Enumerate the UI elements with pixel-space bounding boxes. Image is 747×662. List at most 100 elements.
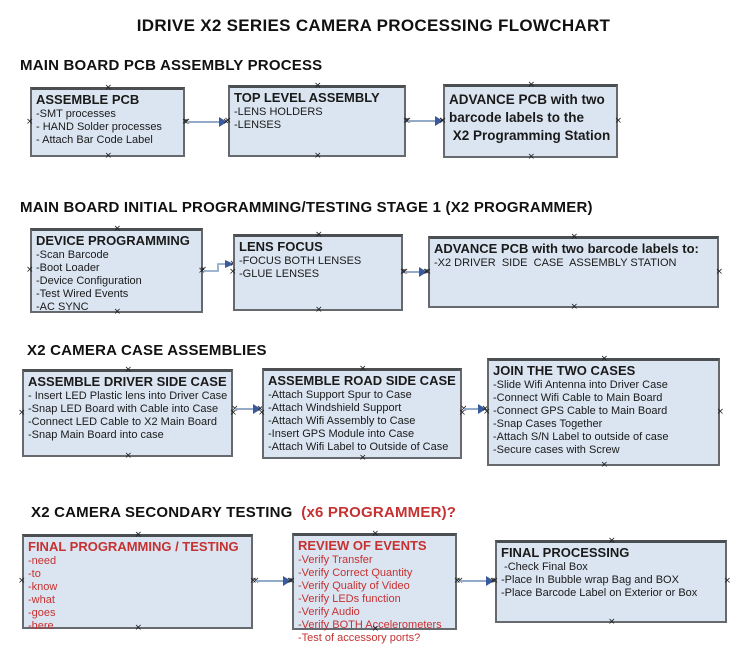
- box-item: -Insert GPS Module into Case: [268, 428, 415, 440]
- flow-box-assemble-pcb[interactable]: ASSEMBLE PCB -SMT processes - HAND Solde…: [30, 87, 185, 157]
- connector-arrow-4[interactable]: [234, 404, 261, 414]
- flow-box-assemble-road-side-case[interactable]: ASSEMBLE ROAD SIDE CASE -Attach Support …: [262, 368, 462, 459]
- anchor-handle-icon: [715, 268, 723, 277]
- flow-box-final-programming-testing[interactable]: FINAL PROGRAMMING / TESTING -need -to -k…: [22, 534, 253, 632]
- box-item: -Test of accessory ports?: [298, 632, 421, 644]
- arrow-head-icon: [435, 116, 443, 126]
- flow-box-join-the-two-cases[interactable]: JOIN THE TWO CASES -Slide Wifi Antenna i…: [487, 358, 720, 466]
- flow-box-review-of-events[interactable]: REVIEW OF EVENTS -Verify Transfer -Verif…: [292, 533, 457, 644]
- anchor-handle-icon: [26, 266, 34, 275]
- box-item: -Verify LEDs function: [298, 593, 401, 605]
- flow-box-advance-pcb-driver-side[interactable]: ADVANCE PCB with two barcode labels to: …: [428, 236, 719, 308]
- box-item: -Boot Loader: [36, 262, 100, 274]
- page-title: IDRIVE X2 SERIES CAMERA PROCESSING FLOWC…: [136, 16, 611, 35]
- box-title: FINAL PROGRAMMING / TESTING: [28, 539, 239, 554]
- box-item: -Connect Wifi Cable to Main Board: [493, 392, 663, 404]
- flow-box-advance-pcb-programming-station[interactable]: ADVANCE PCB with two barcode labels to t…: [443, 84, 618, 158]
- anchor-handle-icon: [314, 152, 322, 161]
- box-item: -X2 DRIVER SIDE CASE ASSEMBLY STATION: [434, 257, 677, 269]
- anchor-handle-icon: [528, 81, 536, 90]
- arrow-line: [464, 408, 480, 410]
- section-heading-pcb-assembly: MAIN BOARD PCB ASSEMBLY PROCESS: [20, 57, 323, 74]
- box-item: -LENSES: [234, 119, 282, 131]
- box-title: JOIN THE TWO CASES: [493, 363, 636, 378]
- section-heading-initial-programming: MAIN BOARD INITIAL PROGRAMMING/TESTING S…: [20, 199, 593, 216]
- anchor-handle-icon: [18, 409, 26, 418]
- arrow-head-icon: [478, 404, 486, 414]
- arrow-line: [187, 121, 221, 123]
- connector-arrow-6[interactable]: [255, 576, 291, 586]
- flow-box-lens-focus[interactable]: LENS FOCUS -FOCUS BOTH LENSES -GLUE LENS…: [233, 234, 403, 311]
- box-item: -Connect LED Cable to X2 Main Board: [28, 416, 217, 428]
- box-item: - HAND Solder processes: [36, 121, 162, 133]
- box-item: -Test Wired Events: [36, 288, 129, 300]
- box-item: -Attach Support Spur to Case: [268, 389, 412, 401]
- anchor-handle-icon: [359, 454, 367, 463]
- arrow-head-icon: [283, 576, 291, 586]
- connector-arrow-2[interactable]: [407, 116, 443, 126]
- box-item: -Snap Cases Together: [493, 418, 603, 430]
- anchor-handle-icon: [716, 408, 724, 417]
- box-item: -know: [28, 581, 58, 593]
- box-item: - Insert LED Plastic lens into Driver Ca…: [28, 390, 228, 402]
- box-item: -Attach Wifi Label to Outside of Case: [268, 441, 449, 453]
- box-title: TOP LEVEL ASSEMBLY: [234, 90, 380, 105]
- anchor-handle-icon: [26, 118, 34, 127]
- flow-box-device-programming[interactable]: DEVICE PROGRAMMING -Scan Barcode -Boot L…: [30, 228, 203, 313]
- connector-arrow-1[interactable]: [186, 117, 227, 127]
- anchor-handle-icon: [528, 153, 536, 162]
- box-text-line: X2 Programming Station: [449, 128, 611, 143]
- arrow-head-icon: [253, 404, 261, 414]
- elbow-connector[interactable]: [201, 259, 235, 275]
- box-item: -Verify Correct Quantity: [298, 567, 413, 579]
- box-title: ASSEMBLE PCB: [36, 92, 140, 107]
- anchor-handle-icon: [315, 306, 323, 315]
- box-item: -Verify Quality of Video: [298, 580, 410, 592]
- arrow-line: [405, 271, 421, 273]
- box-item: -Slide Wifi Antenna into Driver Case: [493, 379, 668, 391]
- anchor-handle-icon: [608, 618, 616, 627]
- arrow-head-icon: [219, 117, 227, 127]
- arrow-line: [408, 120, 437, 122]
- flow-box-top-level-assembly[interactable]: TOP LEVEL ASSEMBLY -LENS HOLDERS -LENSES: [228, 85, 406, 157]
- box-item: -here: [28, 620, 54, 632]
- anchor-handle-icon: [614, 117, 622, 126]
- box-item: -Attach Wifi Assembly to Case: [268, 415, 416, 427]
- box-title: DEVICE PROGRAMMING: [36, 233, 190, 248]
- box-item: -what: [28, 594, 55, 606]
- anchor-handle-icon: [723, 577, 731, 586]
- arrow-head-icon: [419, 267, 427, 277]
- connector-arrow-5[interactable]: [463, 404, 486, 414]
- box-title: ADVANCE PCB with two barcode labels to:: [434, 241, 699, 256]
- flow-box-final-processing[interactable]: FINAL PROCESSING -Check Final Box -Place…: [495, 540, 727, 623]
- box-item: -Check Final Box: [501, 561, 588, 573]
- box-item: -Attach Windshield Support: [268, 402, 402, 414]
- elbow-connector-graphic: [204, 260, 234, 272]
- anchor-handle-icon: [125, 452, 133, 461]
- box-title: ASSEMBLE ROAD SIDE CASE: [268, 373, 456, 388]
- box-item: -Device Configuration: [36, 275, 142, 287]
- box-item: -Connect GPS Cable to Main Board: [493, 405, 668, 417]
- box-item: -Attach S/N Label to outside of case: [493, 431, 669, 443]
- box-item: -Verify Transfer: [298, 554, 373, 566]
- box-item: -Secure cases with Screw: [493, 444, 620, 456]
- box-item: -Verify BOTH Accelerometers: [298, 619, 442, 631]
- box-item: -Verify Audio: [298, 606, 360, 618]
- flow-box-assemble-driver-side-case[interactable]: ASSEMBLE DRIVER SIDE CASE - Insert LED P…: [22, 369, 233, 457]
- box-item: -AC SYNC: [36, 301, 89, 313]
- box-item: - Attach Bar Code Label: [36, 134, 153, 146]
- box-text-line: ADVANCE PCB with two: [449, 92, 605, 107]
- box-item: -FOCUS BOTH LENSES: [239, 255, 362, 267]
- box-title: FINAL PROCESSING: [501, 545, 630, 560]
- box-item: -Snap Main Board into case: [28, 429, 164, 441]
- connector-arrow-3[interactable]: [404, 267, 427, 277]
- box-item: -GLUE LENSES: [239, 268, 320, 280]
- box-title: LENS FOCUS: [239, 239, 323, 254]
- box-text-line: barcode labels to the: [449, 110, 585, 125]
- box-item: -Place In Bubble wrap Bag and BOX: [501, 574, 679, 586]
- box-item: -Scan Barcode: [36, 249, 109, 261]
- box-item: -SMT processes: [36, 108, 116, 120]
- connector-arrow-7[interactable]: [459, 576, 494, 586]
- arrow-line: [256, 580, 285, 582]
